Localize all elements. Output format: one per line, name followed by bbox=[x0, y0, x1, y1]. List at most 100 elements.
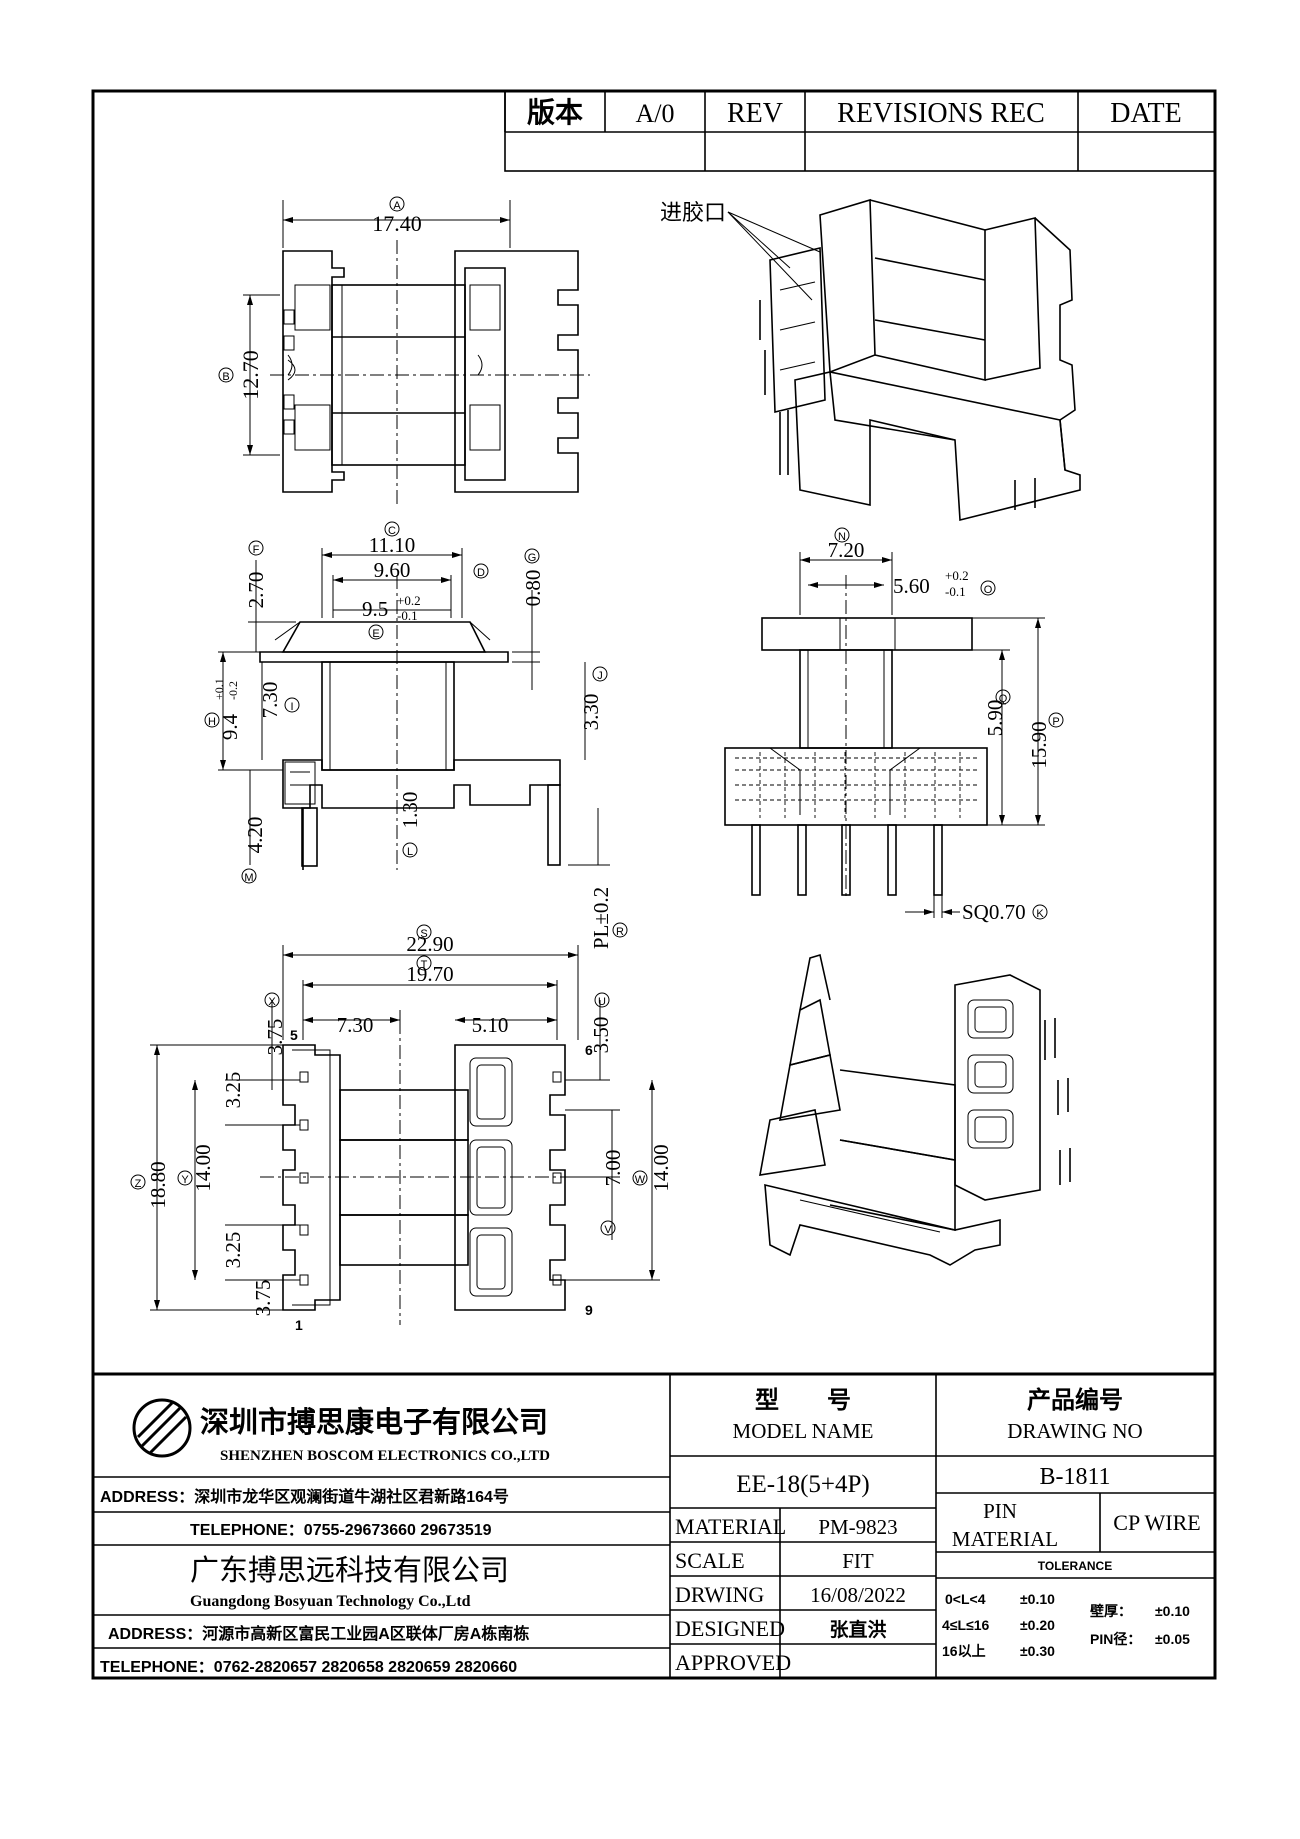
dim-G: 0.80 bbox=[521, 570, 545, 607]
dim-X: 3.75 bbox=[263, 1019, 287, 1056]
label-B: B bbox=[222, 371, 229, 383]
label-L: L bbox=[407, 846, 413, 858]
label-D: D bbox=[477, 567, 485, 579]
scale-value: FIT bbox=[842, 1549, 874, 1573]
drawing-label-cn: 产品编号 bbox=[1027, 1386, 1123, 1414]
label-I: I bbox=[290, 701, 293, 713]
dim-P: 15.90 bbox=[1027, 721, 1051, 768]
drawing-value: B-1811 bbox=[1039, 1464, 1110, 1490]
address-2: ADDRESS：河源市高新区富民工业园A区联体厂房A栋南栋 bbox=[108, 1624, 529, 1643]
tol-r3-value: ±0.30 bbox=[1020, 1643, 1055, 1659]
gate-label: 进胶口 bbox=[660, 200, 726, 225]
pin-6: 6 bbox=[585, 1042, 593, 1058]
label-Y: Y bbox=[181, 1174, 189, 1186]
company-cn: 深圳市搏思康电子有限公司 bbox=[200, 1405, 548, 1439]
label-W: W bbox=[635, 1174, 646, 1186]
material-value: PM-9823 bbox=[818, 1515, 897, 1539]
model-label-en: MODEL NAME bbox=[733, 1419, 874, 1443]
label-P: P bbox=[1052, 716, 1059, 728]
version-label: 版本 bbox=[527, 97, 583, 129]
dim-J: 3.30 bbox=[579, 694, 603, 731]
dim-D: 9.60 bbox=[374, 558, 411, 582]
isometric-view-top: 进胶口 bbox=[660, 198, 1081, 522]
tol-r2-value: ±0.20 bbox=[1020, 1617, 1055, 1633]
version-value: A/0 bbox=[636, 99, 675, 128]
label-J: J bbox=[597, 670, 603, 682]
approved-label: APPROVED bbox=[675, 1650, 791, 1675]
dim-O: 5.60 bbox=[893, 574, 930, 598]
pin-material-label-1: PIN bbox=[983, 1499, 1017, 1523]
label-V: V bbox=[604, 1224, 612, 1236]
telephone-1: TELEPHONE：0755-29673660 29673519 bbox=[190, 1522, 492, 1539]
dim-K: SQ0.70 bbox=[962, 900, 1026, 924]
dim-H-tol-upper: +0.1 bbox=[212, 678, 226, 700]
model-label-cn: 型 号 bbox=[755, 1387, 851, 1414]
label-T: T bbox=[421, 959, 428, 971]
wall-thickness-value: ±0.10 bbox=[1155, 1603, 1190, 1619]
company-en: SHENZHEN BOSCOM ELECTRONICS CO.,LTD bbox=[220, 1448, 550, 1464]
isometric-view-bottom bbox=[759, 953, 1071, 1266]
top-view: 17.40 A 12.70 B bbox=[218, 196, 590, 505]
label-R: R bbox=[616, 926, 624, 938]
company2-cn: 广东搏思远科技有限公司 bbox=[190, 1554, 509, 1587]
pin-diameter-label: PIN径： bbox=[1090, 1631, 1141, 1647]
label-H: H bbox=[208, 716, 216, 728]
label-N: N bbox=[838, 531, 846, 543]
label-S: S bbox=[420, 928, 427, 940]
dim-E-tol-upper: +0.2 bbox=[397, 593, 421, 608]
designed-value: 张直洪 bbox=[829, 1618, 886, 1641]
pin-diameter-value: ±0.05 bbox=[1155, 1631, 1190, 1647]
material-label: MATERIAL bbox=[675, 1514, 786, 1539]
side-view: 7.20 N 5.60 +0.2 -0.1 O 5.90 Q 15.90 P S… bbox=[724, 527, 1064, 924]
label-C: C bbox=[388, 525, 396, 537]
designed-label: DESIGNED bbox=[675, 1616, 785, 1641]
label-K: K bbox=[1036, 908, 1044, 920]
dim-M: 4.20 bbox=[243, 817, 267, 854]
dim-N: 7.20 bbox=[828, 538, 865, 562]
pin-5: 5 bbox=[290, 1027, 298, 1043]
title-block: 深圳市搏思康电子有限公司 SHENZHEN BOSCOM ELECTRONICS… bbox=[93, 1372, 1215, 1678]
dim-A: 17.40 bbox=[372, 211, 422, 236]
dim-O-tol-upper: +0.2 bbox=[945, 568, 969, 583]
dim-E-tol-lower: -0.1 bbox=[397, 608, 418, 623]
drwing-label: DRWING bbox=[675, 1582, 764, 1607]
pin-1: 1 bbox=[295, 1317, 303, 1333]
dim-U: 3.50 bbox=[589, 1017, 613, 1054]
pin-material-value: CP WIRE bbox=[1113, 1510, 1200, 1535]
revision-block: 版本 A/0 REV REVISIONS REC DATE bbox=[504, 90, 1216, 172]
dim-3-25-bottom: 3.25 bbox=[221, 1232, 245, 1269]
label-Q: Q bbox=[999, 693, 1008, 705]
label-M: M bbox=[244, 872, 253, 884]
label-A: A bbox=[393, 200, 401, 212]
label-U: U bbox=[598, 996, 606, 1008]
dim-B: 12.70 bbox=[238, 350, 263, 400]
front-view: 11.10 C 9.60 D 9.5 +0.2 -0.1 E 2.70 F 0.… bbox=[204, 521, 628, 949]
dim-O-tol-lower: -0.1 bbox=[945, 584, 966, 599]
label-X: X bbox=[268, 996, 276, 1008]
dim-H-tol-lower: -0.2 bbox=[226, 681, 240, 700]
dim-F: 2.70 bbox=[244, 572, 268, 609]
scale-label: SCALE bbox=[675, 1548, 745, 1573]
dim-L: 1.30 bbox=[398, 792, 422, 829]
dim-R: PL±0.2 bbox=[589, 887, 613, 949]
dim-Y: 14.00 bbox=[191, 1144, 215, 1191]
tol-r1-range: 0<L<4 bbox=[945, 1591, 986, 1607]
dim-3-25-top: 3.25 bbox=[221, 1072, 245, 1109]
drawing-label-en: DRAWING NO bbox=[1007, 1419, 1142, 1443]
label-O: O bbox=[984, 584, 993, 596]
revisions-label: REVISIONS REC bbox=[837, 98, 1045, 129]
address-1: ADDRESS：深圳市龙华区观澜街道牛湖社区君新路164号 bbox=[100, 1487, 509, 1506]
dim-E: 9.5 bbox=[362, 597, 388, 621]
company2-en: Guangdong Bosyuan Technology Co.,Ltd bbox=[190, 1593, 471, 1610]
dim-I: 7.30 bbox=[258, 682, 282, 719]
tolerance-label: TOLERANCE bbox=[1038, 1559, 1112, 1573]
pin-material-label-2: MATERIAL bbox=[952, 1527, 1058, 1551]
wall-thickness-label: 壁厚： bbox=[1090, 1603, 1132, 1619]
tol-r1-value: ±0.10 bbox=[1020, 1591, 1055, 1607]
bottom-view: 5 6 1 9 22.90 S 19.70 T 7.30 5.10 3.75 X bbox=[130, 924, 673, 1333]
company-logo bbox=[132, 1398, 192, 1458]
label-F: F bbox=[253, 544, 260, 556]
dim-Q: 5.90 bbox=[983, 700, 1007, 737]
dim-Z: 18.80 bbox=[146, 1161, 170, 1208]
